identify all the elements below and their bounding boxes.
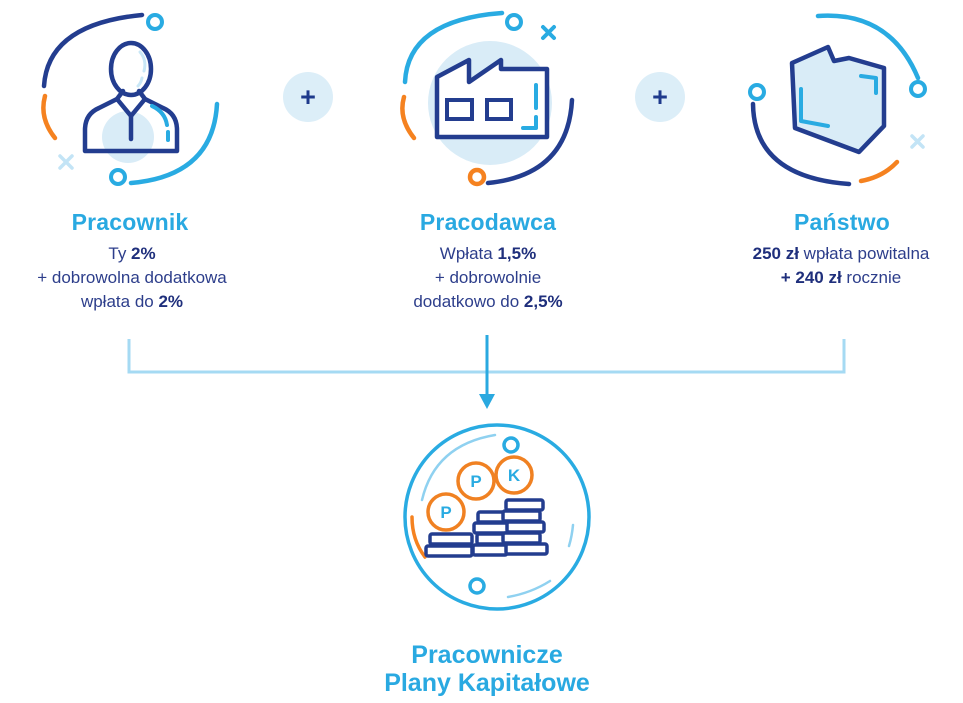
- ppk-letters: P P K: [440, 466, 521, 522]
- employee-person-icon: [41, 12, 220, 186]
- pale-cross-icon: [58, 154, 74, 170]
- employer-factory-icon: [400, 10, 575, 187]
- coin-stacks: [424, 498, 549, 558]
- text-line: Wpłata 1,5%: [439, 244, 537, 263]
- coin-letter-p: P: [470, 472, 481, 491]
- result-title: Pracownicze Plany Kapitałowe: [384, 641, 590, 697]
- decorative-arcs: [41, 12, 220, 186]
- column-title-panstwo: Państwo: [794, 209, 890, 235]
- orange-dot-circle-icon: [467, 167, 487, 187]
- decorative-arcs: [748, 13, 927, 187]
- column-text-panstwo: 250 zł wpłata powitalna + 240 zł rocznie: [753, 242, 930, 290]
- text-line: wpłata do 2%: [80, 292, 184, 311]
- text-line: Ty 2%: [108, 244, 156, 263]
- ppk-coins-icon: P P K: [403, 423, 591, 611]
- text-line: + dobrowolnie: [434, 268, 542, 287]
- pale-backdrop-circle: [102, 111, 154, 163]
- text-line: dodatkowo do 2,5%: [413, 292, 563, 311]
- coin-letter-k: K: [508, 466, 521, 485]
- text-line: + dobrowolna dodatkowa: [37, 268, 227, 287]
- factory-building: [434, 57, 550, 140]
- dot-circle-icon: [502, 436, 520, 454]
- ppk-token-circles: [426, 455, 534, 532]
- dot-circle-icon: [909, 80, 927, 98]
- dot-circle-icon: [109, 168, 127, 186]
- person-figure: [82, 40, 180, 154]
- dot-circle-icon: [468, 577, 486, 595]
- column-title-pracownik: Pracownik: [71, 209, 189, 235]
- dot-circle-icon: [505, 13, 523, 31]
- inner-decorations: [410, 433, 575, 599]
- column-text-pracownik: Ty 2% + dobrowolna dodatkowa wpłata do 2…: [37, 242, 227, 314]
- column-title-pracodawca: Pracodawca: [419, 209, 557, 235]
- column-text-pracodawca: Wpłata 1,5% + dobrowolnie dodatkowo do 2…: [413, 242, 562, 314]
- plus-separator: +: [635, 72, 685, 122]
- dot-circle-icon: [146, 13, 164, 31]
- text-line: 250 zł wpłata powitalna: [752, 244, 930, 263]
- coin-letter-p: P: [440, 503, 451, 522]
- result-title-line1: Pracownicze: [411, 641, 563, 669]
- result-title-line2: Plany Kapitałowe: [384, 669, 590, 697]
- plus-separator: +: [283, 72, 333, 122]
- blue-cross-icon: [541, 25, 556, 40]
- down-arrow-icon: [479, 394, 495, 409]
- text-line: + 240 zł rocznie: [780, 268, 902, 287]
- pale-cross-icon: [910, 134, 925, 149]
- bracket-connector-arrow: [127, 335, 846, 409]
- decorative-arcs: [400, 10, 575, 187]
- poland-map-shape: [789, 44, 887, 155]
- dot-circle-icon: [748, 83, 766, 101]
- state-poland-shape-icon: [748, 13, 927, 187]
